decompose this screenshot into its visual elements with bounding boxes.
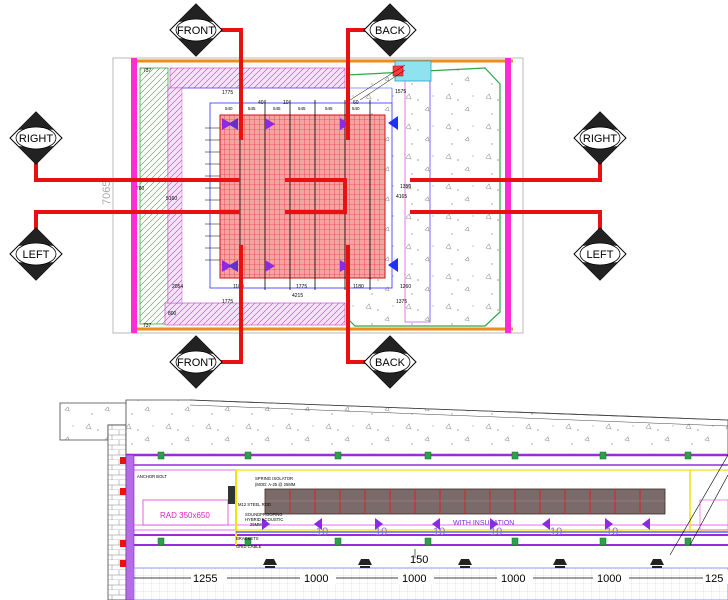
col-dim: 545 [248,106,256,111]
col-dim: 545 [298,106,306,111]
col-dim: 545 [273,106,281,111]
view-marker-front-bottom: FRONT [169,335,223,389]
dim-60: 60 [353,100,359,106]
label-back-top: BACK [375,25,406,37]
hangers [157,451,692,546]
dim-10: 10 [283,100,289,106]
pink-hatch-top [169,67,346,89]
anchor-bolt-label: ANCHOR BOLT [137,474,167,479]
col-dim: 545 [325,106,333,111]
soundproofing-label: SOUNDPROOFING [245,512,282,517]
plan-view: 737 737 1775 1575 1350 4165 1260 1375 11… [101,57,524,334]
col-dim: 540 [225,106,233,111]
pink-hatch-left [167,87,183,304]
label-right-right: RIGHT [583,133,618,145]
dim-800: 800 [168,311,177,317]
tie-rod-label: M12 STEEL ROD [238,502,271,507]
ten-label: 10 [550,526,562,538]
view-marker-right-left: RIGHT [9,111,63,165]
dim-150: 150 [410,554,428,566]
dim-1000-c: 1000 [501,573,525,585]
label-right-left: RIGHT [19,133,54,145]
dim-1775-top: 1775 [222,90,233,96]
column-dims: 540 545 545 545 545 540 [225,106,360,111]
label-left-left: LEFT [23,249,50,261]
dim-1350: 1350 [400,184,411,190]
dim-4165: 4165 [396,194,407,200]
floor-speakers [263,559,664,568]
top-right-marker [349,64,406,101]
dim-1180-b: 1180 [353,284,364,290]
view-marker-front-top: FRONT [169,3,223,57]
red-grid-area [219,114,386,279]
dim-4215: 4215 [292,293,303,299]
blue-speaker-markers [388,116,398,272]
view-marker-right-right: RIGHT [573,111,627,165]
dim-1260: 1260 [400,284,411,290]
view-marker-back-top: BACK [363,3,417,57]
view-marker-left-right: LEFT [573,227,627,281]
dim-2054: 2054 [172,284,183,290]
ten-label: 10 [375,526,387,538]
magenta-wall-right [505,58,511,333]
green-hatched-zone [139,67,169,325]
with-insulation-label: WITH INSULATION [453,520,514,527]
isolator-block [228,486,235,504]
soundproofing-sub2: 25MM [250,522,262,527]
view-marker-back-bottom: BACK [363,335,417,389]
dim-5160: 5160 [166,196,177,202]
dim-1000-b: 1000 [402,573,426,585]
dim-125-right: 125 [705,573,723,585]
section-speakers [262,518,650,530]
magenta-wall-left [131,58,137,333]
ten-label: 10 [606,526,618,538]
label-front-bottom: FRONT [177,357,215,369]
label-back-bottom: BACK [375,357,406,369]
concrete-slab [125,399,728,456]
dim-1775-mid: 1775 [296,284,307,290]
dim-40: 40 [258,100,264,106]
blue-inner-outline [209,102,393,289]
radiator-box [142,499,229,526]
ten-label: 10 [316,526,328,538]
col-dim: 540 [352,106,360,111]
panel-separators [289,489,641,514]
dim-1000-d: 1000 [597,573,621,585]
spring-isolator-sub: (MOD: A-25 @ 25MM [255,482,296,487]
dim-780: 780 [136,186,145,192]
purple-wall-strip [125,454,135,600]
label-left-right: LEFT [587,249,614,261]
soundproofing-sub: HYBRID ACOUSTIC [245,517,283,522]
dim-1775-bottom: 1775 [222,299,233,305]
dim-1575: 1575 [395,89,406,95]
radiator-label: RAD 350x650 [160,511,210,520]
ten-label: 10 [433,526,445,538]
spring-isolator-label: SPRING ISOLATOR [255,476,293,481]
section-view: RAD 350x650 ANCHOR BOLT SPRING ISOLATOR [59,399,728,600]
dim-1000-a: 1000 [304,573,328,585]
dim-737-bottom: 737 [143,323,152,329]
left-wall [107,424,127,600]
label-front-top: FRONT [177,25,215,37]
dim-1255-left: 1255 [193,573,217,585]
grid-cable-label: GRID CABLE [236,544,262,549]
ten-label: 10 [490,526,502,538]
view-marker-left-left: LEFT [9,227,63,281]
speaker-markers [222,118,350,272]
dim-1180-a: 1180 [233,284,244,290]
dim-737-top: 737 [143,68,152,74]
overall-height-dim: 7065 [101,181,113,205]
pink-hatch-bottom [164,302,346,326]
dim-1375: 1375 [396,299,407,305]
section-tens: 10 10 10 10 10 10 [316,526,618,538]
brackets-label: BRACKETS [236,536,259,541]
